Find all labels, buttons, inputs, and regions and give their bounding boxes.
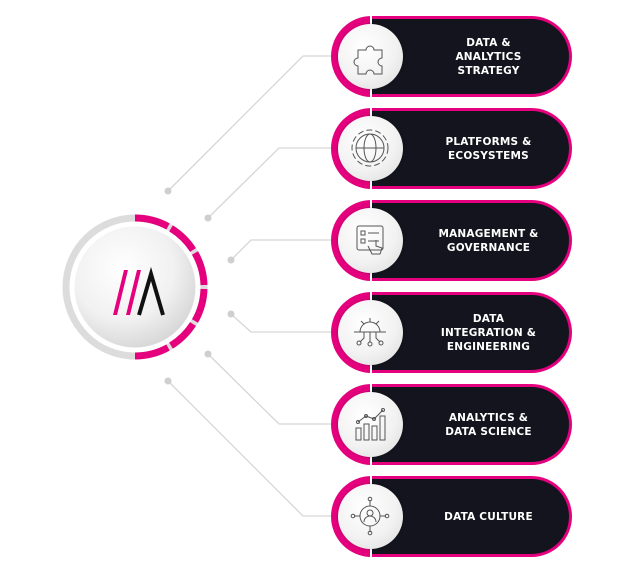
central-hub xyxy=(62,214,208,360)
connector-3 xyxy=(230,239,331,261)
connector-dot xyxy=(164,187,172,195)
icon-bubble xyxy=(338,24,403,89)
card-background xyxy=(371,479,569,554)
icon-bubble xyxy=(338,300,403,365)
card-background xyxy=(371,111,569,186)
globe-icon xyxy=(351,129,389,167)
puzzle-icon xyxy=(353,45,383,75)
connector-1 xyxy=(167,55,331,192)
connector-dot xyxy=(204,350,212,358)
gear-circuit-icon xyxy=(354,318,386,347)
service-label: DATA & ANALYTICS STRATEGY xyxy=(455,36,522,77)
card-background xyxy=(371,295,569,370)
logo-icon xyxy=(113,266,165,316)
card-background xyxy=(371,387,569,462)
icon-bubble xyxy=(338,392,403,457)
connector-dot xyxy=(164,377,172,385)
service-label: PLATFORMS & ECOSYSTEMS xyxy=(445,135,532,162)
service-label: DATA CULTURE xyxy=(444,510,533,523)
people-network-icon xyxy=(350,496,390,536)
connector-dot xyxy=(227,310,235,318)
icon-bubble xyxy=(338,484,403,549)
connector-dot xyxy=(204,214,212,222)
checklist-hand-icon xyxy=(356,225,384,255)
connector-4 xyxy=(230,313,331,333)
icon-bubble xyxy=(338,116,403,181)
connector-5 xyxy=(207,353,331,425)
card-background xyxy=(371,19,569,94)
service-card-5[interactable]: ANALYTICS & DATA SCIENCE xyxy=(331,384,572,465)
progress-ring xyxy=(134,214,208,360)
service-card-1[interactable]: DATA & ANALYTICS STRATEGY xyxy=(331,16,572,97)
bar-chart-icon xyxy=(355,408,386,441)
service-card-6[interactable]: DATA CULTURE xyxy=(331,476,572,557)
connector-dot xyxy=(227,256,235,264)
icon-bubble xyxy=(338,208,403,273)
service-card-3[interactable]: MANAGEMENT & GOVERNANCE xyxy=(331,200,572,281)
service-card-4[interactable]: DATA INTEGRATION & ENGINEERING xyxy=(331,292,572,373)
connector-6 xyxy=(167,380,331,517)
service-label: ANALYTICS & DATA SCIENCE xyxy=(445,411,532,438)
service-label: DATA INTEGRATION & ENGINEERING xyxy=(440,312,537,353)
service-label: MANAGEMENT & GOVERNANCE xyxy=(438,227,539,254)
service-card-2[interactable]: PLATFORMS & ECOSYSTEMS xyxy=(331,108,572,189)
card-background xyxy=(371,203,569,278)
connector-2 xyxy=(207,147,331,219)
